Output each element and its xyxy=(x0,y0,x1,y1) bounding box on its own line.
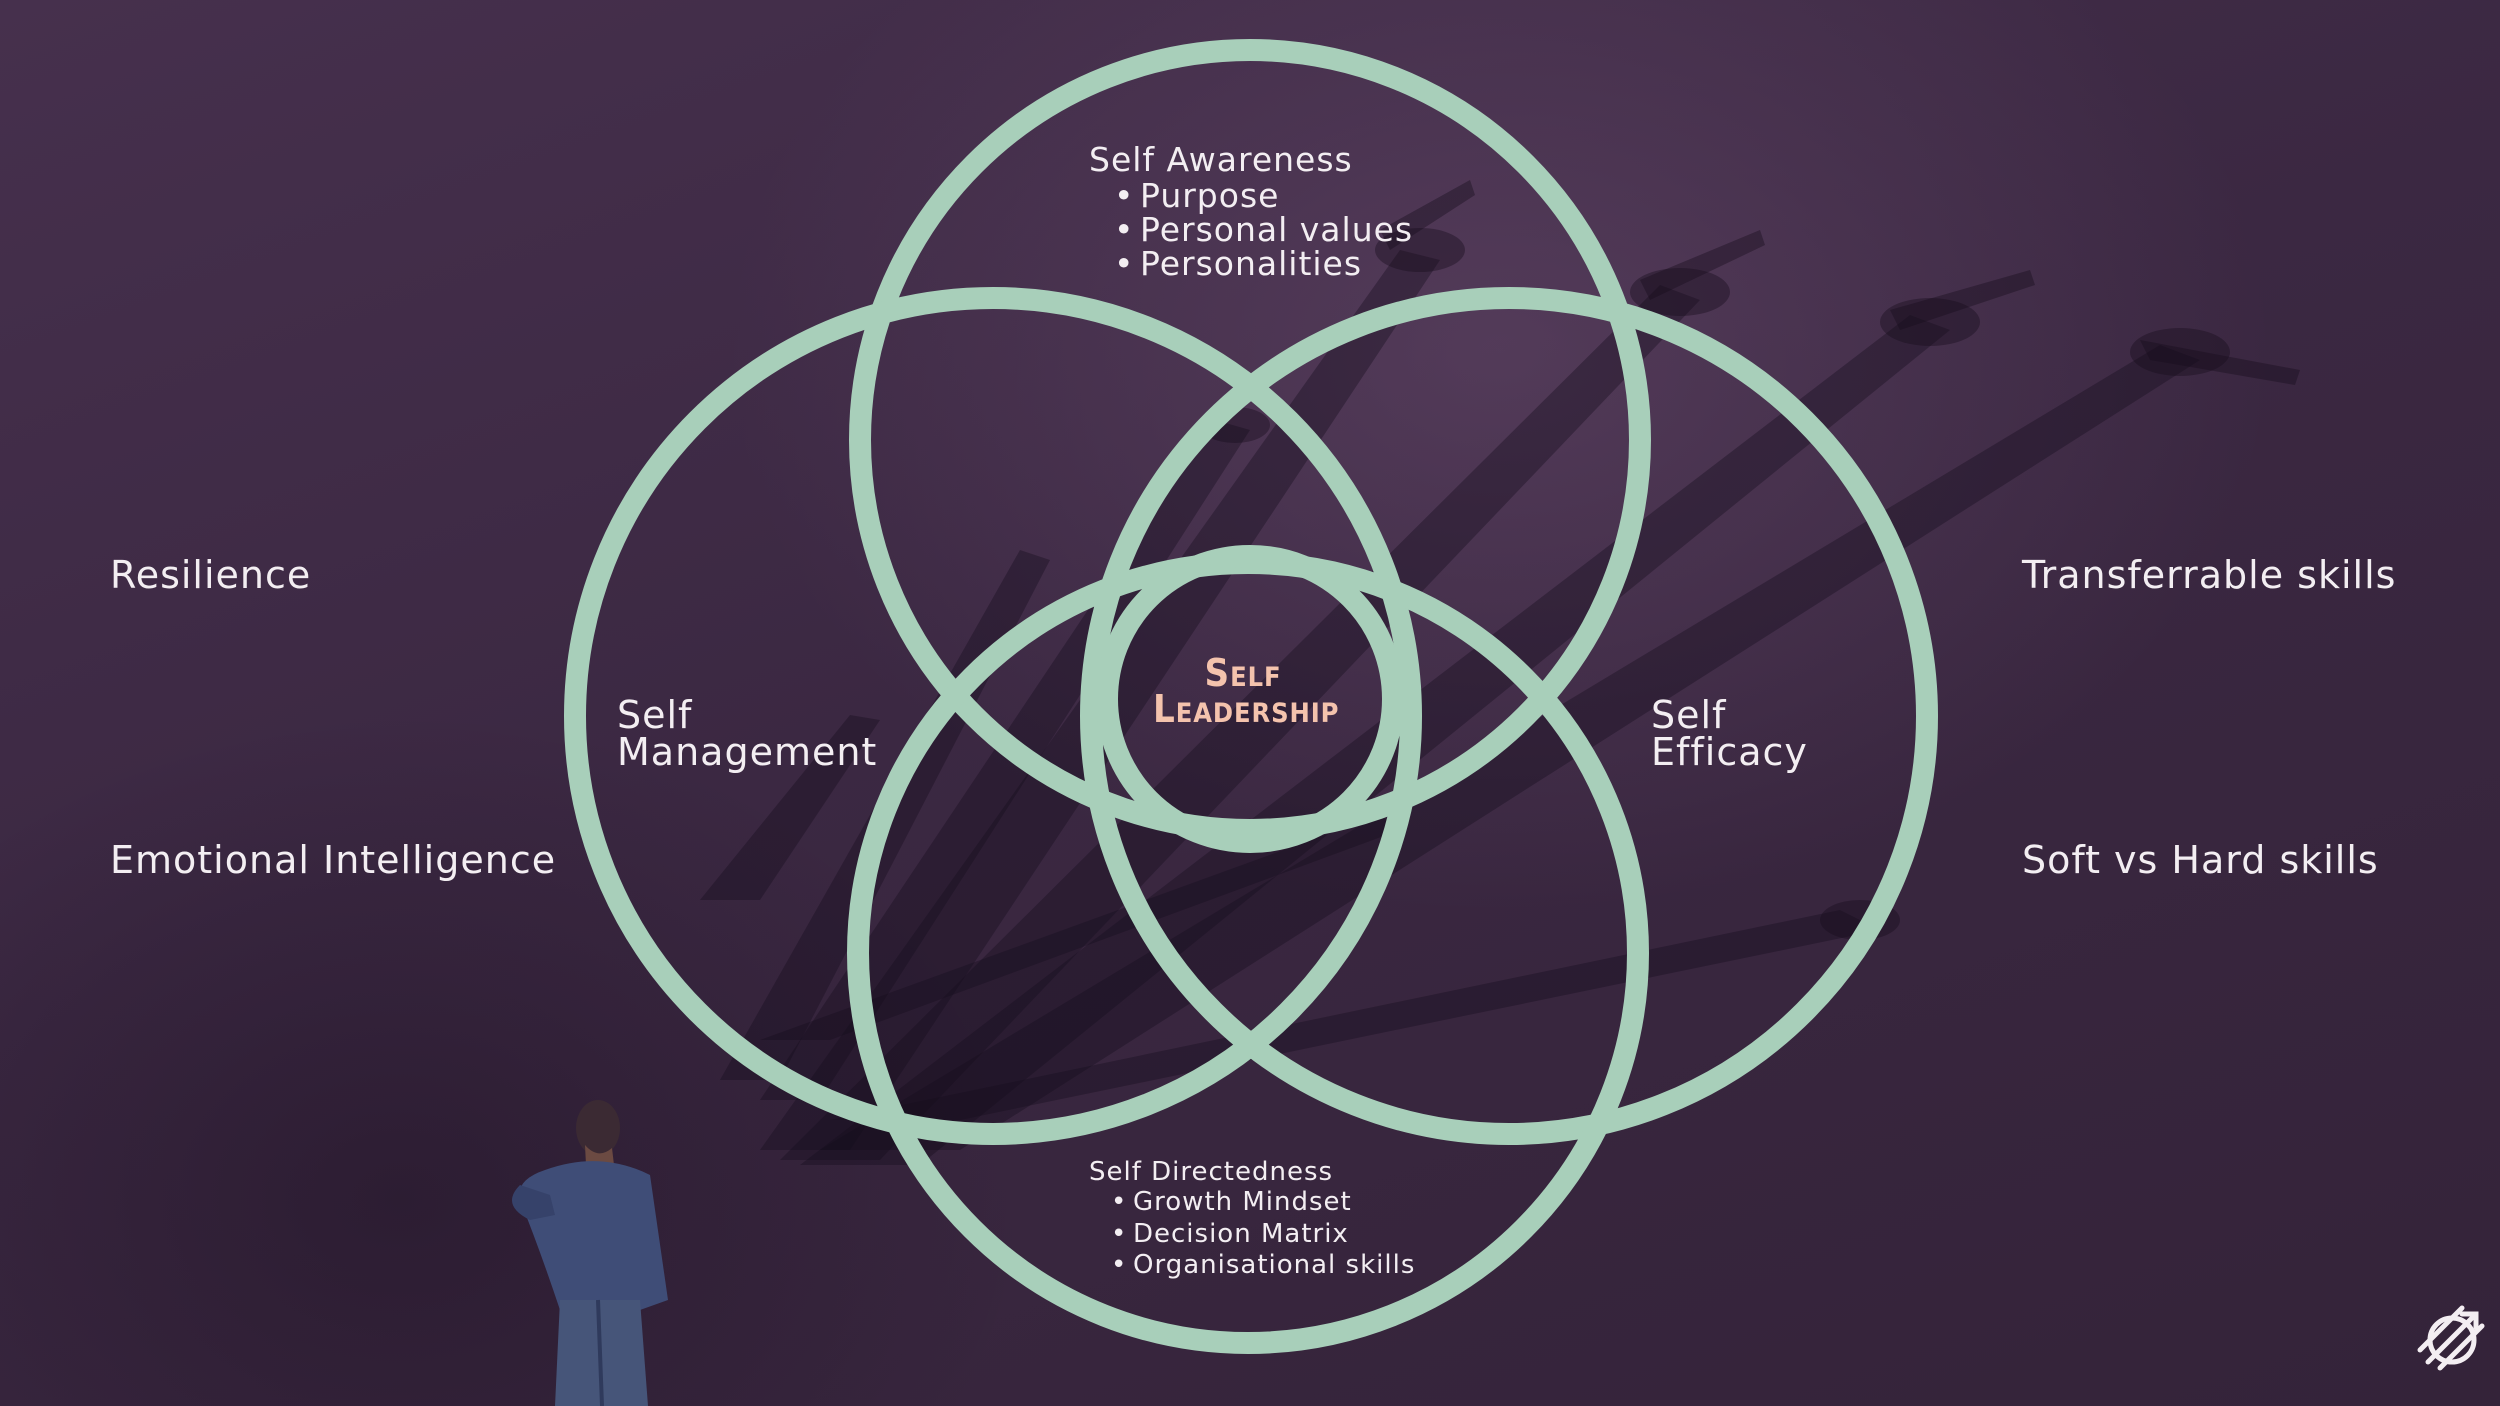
self-leadership-label: Self Leadership xyxy=(1153,651,1340,731)
topic-transferrable-skills: Transferrable skills xyxy=(2022,553,2397,597)
circle-self-management xyxy=(564,287,1422,1145)
self-management-label: Self Management xyxy=(617,693,878,774)
list-item: Organisational skills xyxy=(1111,1250,1415,1282)
topic-soft-vs-hard-skills: Soft vs Hard skills xyxy=(2022,838,2379,882)
self-awareness-list: Purpose Personal values Personalities xyxy=(1114,179,1413,281)
list-item: Personal values xyxy=(1114,213,1413,247)
circle-self-awareness xyxy=(849,39,1651,841)
list-item: Personalities xyxy=(1114,247,1413,281)
topic-emotional-intelligence: Emotional Intelligence xyxy=(110,838,557,882)
list-item: Growth Mindset xyxy=(1111,1187,1415,1219)
list-item: Purpose xyxy=(1114,179,1413,213)
self-directedness-title: Self Directedness xyxy=(1089,1157,1334,1187)
self-efficacy-label: Self Efficacy xyxy=(1651,693,1808,774)
self-awareness-title: Self Awareness xyxy=(1089,140,1353,179)
circle-self-efficacy xyxy=(1080,287,1938,1145)
list-item: Decision Matrix xyxy=(1111,1219,1415,1251)
self-directedness-block: Self Directedness Growth Mindset Decisio… xyxy=(1089,1157,1415,1282)
self-directedness-list: Growth Mindset Decision Matrix Organisat… xyxy=(1111,1187,1415,1282)
circle-self-leadership xyxy=(1096,545,1404,853)
topic-resilience: Resilience xyxy=(110,553,312,597)
self-awareness-block: Self Awareness Purpose Personal values P… xyxy=(1089,140,1413,281)
